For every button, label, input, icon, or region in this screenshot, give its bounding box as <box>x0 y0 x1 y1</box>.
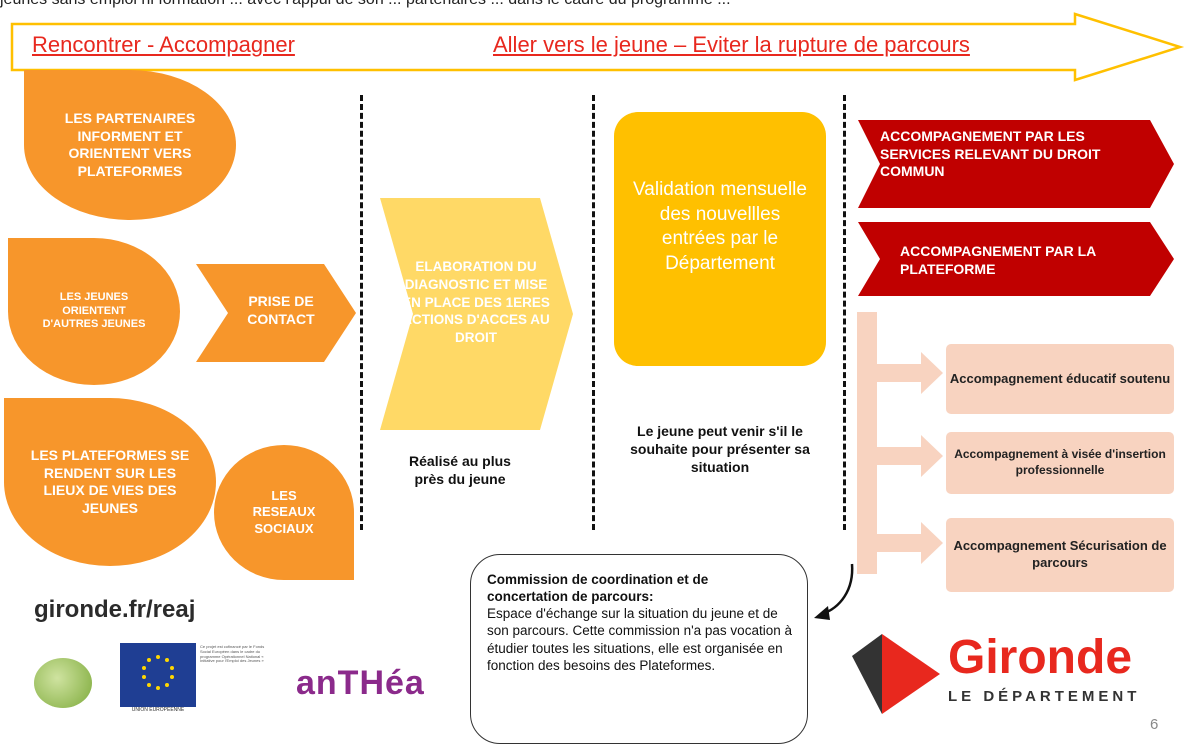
elaboration-chevron <box>380 198 573 430</box>
source-plateformes-label: LES PLATEFORMES SE RENDENT SUR LES LIEUX… <box>30 447 190 516</box>
gironde-logo-mark <box>852 634 940 714</box>
sub-insertion-label: Accompagnement à visée d'insertion profe… <box>954 447 1166 477</box>
commission-body: Espace d'échange sur la situation du jeu… <box>487 606 792 673</box>
site-url: gironde.fr/reaj <box>34 596 196 623</box>
eu-note: Ce projet est cofinancé par le Fonds Soc… <box>200 644 265 664</box>
source-reseaux: LES RESEAUX SOCIAUX <box>214 445 354 580</box>
header-arrow <box>10 12 1185 82</box>
validation-box <box>614 112 826 366</box>
sub-securisation-label: Accompagnement Sécurisation de parcours <box>953 538 1167 570</box>
separator-1 <box>360 95 363 530</box>
droit-commun-label: ACCOMPAGNEMENT PAR LES SERVICES RELEVANT… <box>880 128 1101 179</box>
plateforme-label: ACCOMPAGNEMENT PAR LA PLATEFORME <box>900 243 1096 278</box>
separator-3 <box>843 95 846 530</box>
source-jeunes-label: LES JEUNES ORIENTENT D'AUTRES JEUNES <box>42 290 146 331</box>
gironde-logo-sub: LE DÉPARTEMENT <box>948 688 1141 705</box>
source-plateformes: LES PLATEFORMES SE RENDENT SUR LES LIEUX… <box>4 398 216 566</box>
source-partenaires-label: LES PARTENAIRES INFORMENT ET ORIENTENT V… <box>64 110 196 179</box>
anthea-logo: anTHéa <box>296 664 425 702</box>
separator-2 <box>592 95 595 530</box>
top-cut-text: jeunes sans emploi ni formation ... avec… <box>0 0 1194 9</box>
garantie-jeunes-logo <box>34 658 92 708</box>
sub-educatif: Accompagnement éducatif soutenu <box>946 344 1174 414</box>
header-left-text: Rencontrer - Accompagner <box>32 32 295 57</box>
branching-arrows <box>857 312 943 574</box>
commission-title: Commission de coordination et de concert… <box>487 572 709 605</box>
source-reseaux-label: LES RESEAUX SOCIAUX <box>252 488 316 536</box>
eu-label: UNION EUROPÉENNE <box>131 707 185 713</box>
elaboration-label: ELABORATION DU DIAGNOSTIC ET MISE EN PLA… <box>402 259 550 346</box>
prise-contact-label: PRISE DE CONTACT <box>247 293 315 328</box>
gironde-logo-text: Gironde <box>948 631 1133 684</box>
source-jeunes: LES JEUNES ORIENTENT D'AUTRES JEUNES <box>8 238 180 385</box>
curved-arrow-icon <box>814 563 854 620</box>
page-number: 6 <box>1150 716 1159 733</box>
eu-stars-icon <box>142 655 174 690</box>
validation-label: Validation mensuelle des nouvellles entr… <box>633 179 807 275</box>
commission-box: Commission de coordination et de concert… <box>470 554 808 744</box>
sub-educatif-label: Accompagnement éducatif soutenu <box>949 370 1171 386</box>
prise-contact-chevron <box>196 264 356 362</box>
plateforme-arrow <box>858 222 1174 296</box>
source-partenaires: LES PARTENAIRES INFORMENT ET ORIENTENT V… <box>24 70 236 220</box>
sub-insertion: Accompagnement à visée d'insertion profe… <box>946 432 1174 494</box>
jeune-peut-label: Le jeune peut venir s'il le souhaite pou… <box>630 423 810 476</box>
header-right-text: Aller vers le jeune – Eviter la rupture … <box>493 32 970 57</box>
sub-securisation: Accompagnement Sécurisation de parcours <box>946 518 1174 592</box>
realise-label: Réalisé au plus près du jeune <box>409 453 511 488</box>
droit-commun-arrow <box>858 120 1174 208</box>
eu-flag <box>120 643 196 707</box>
